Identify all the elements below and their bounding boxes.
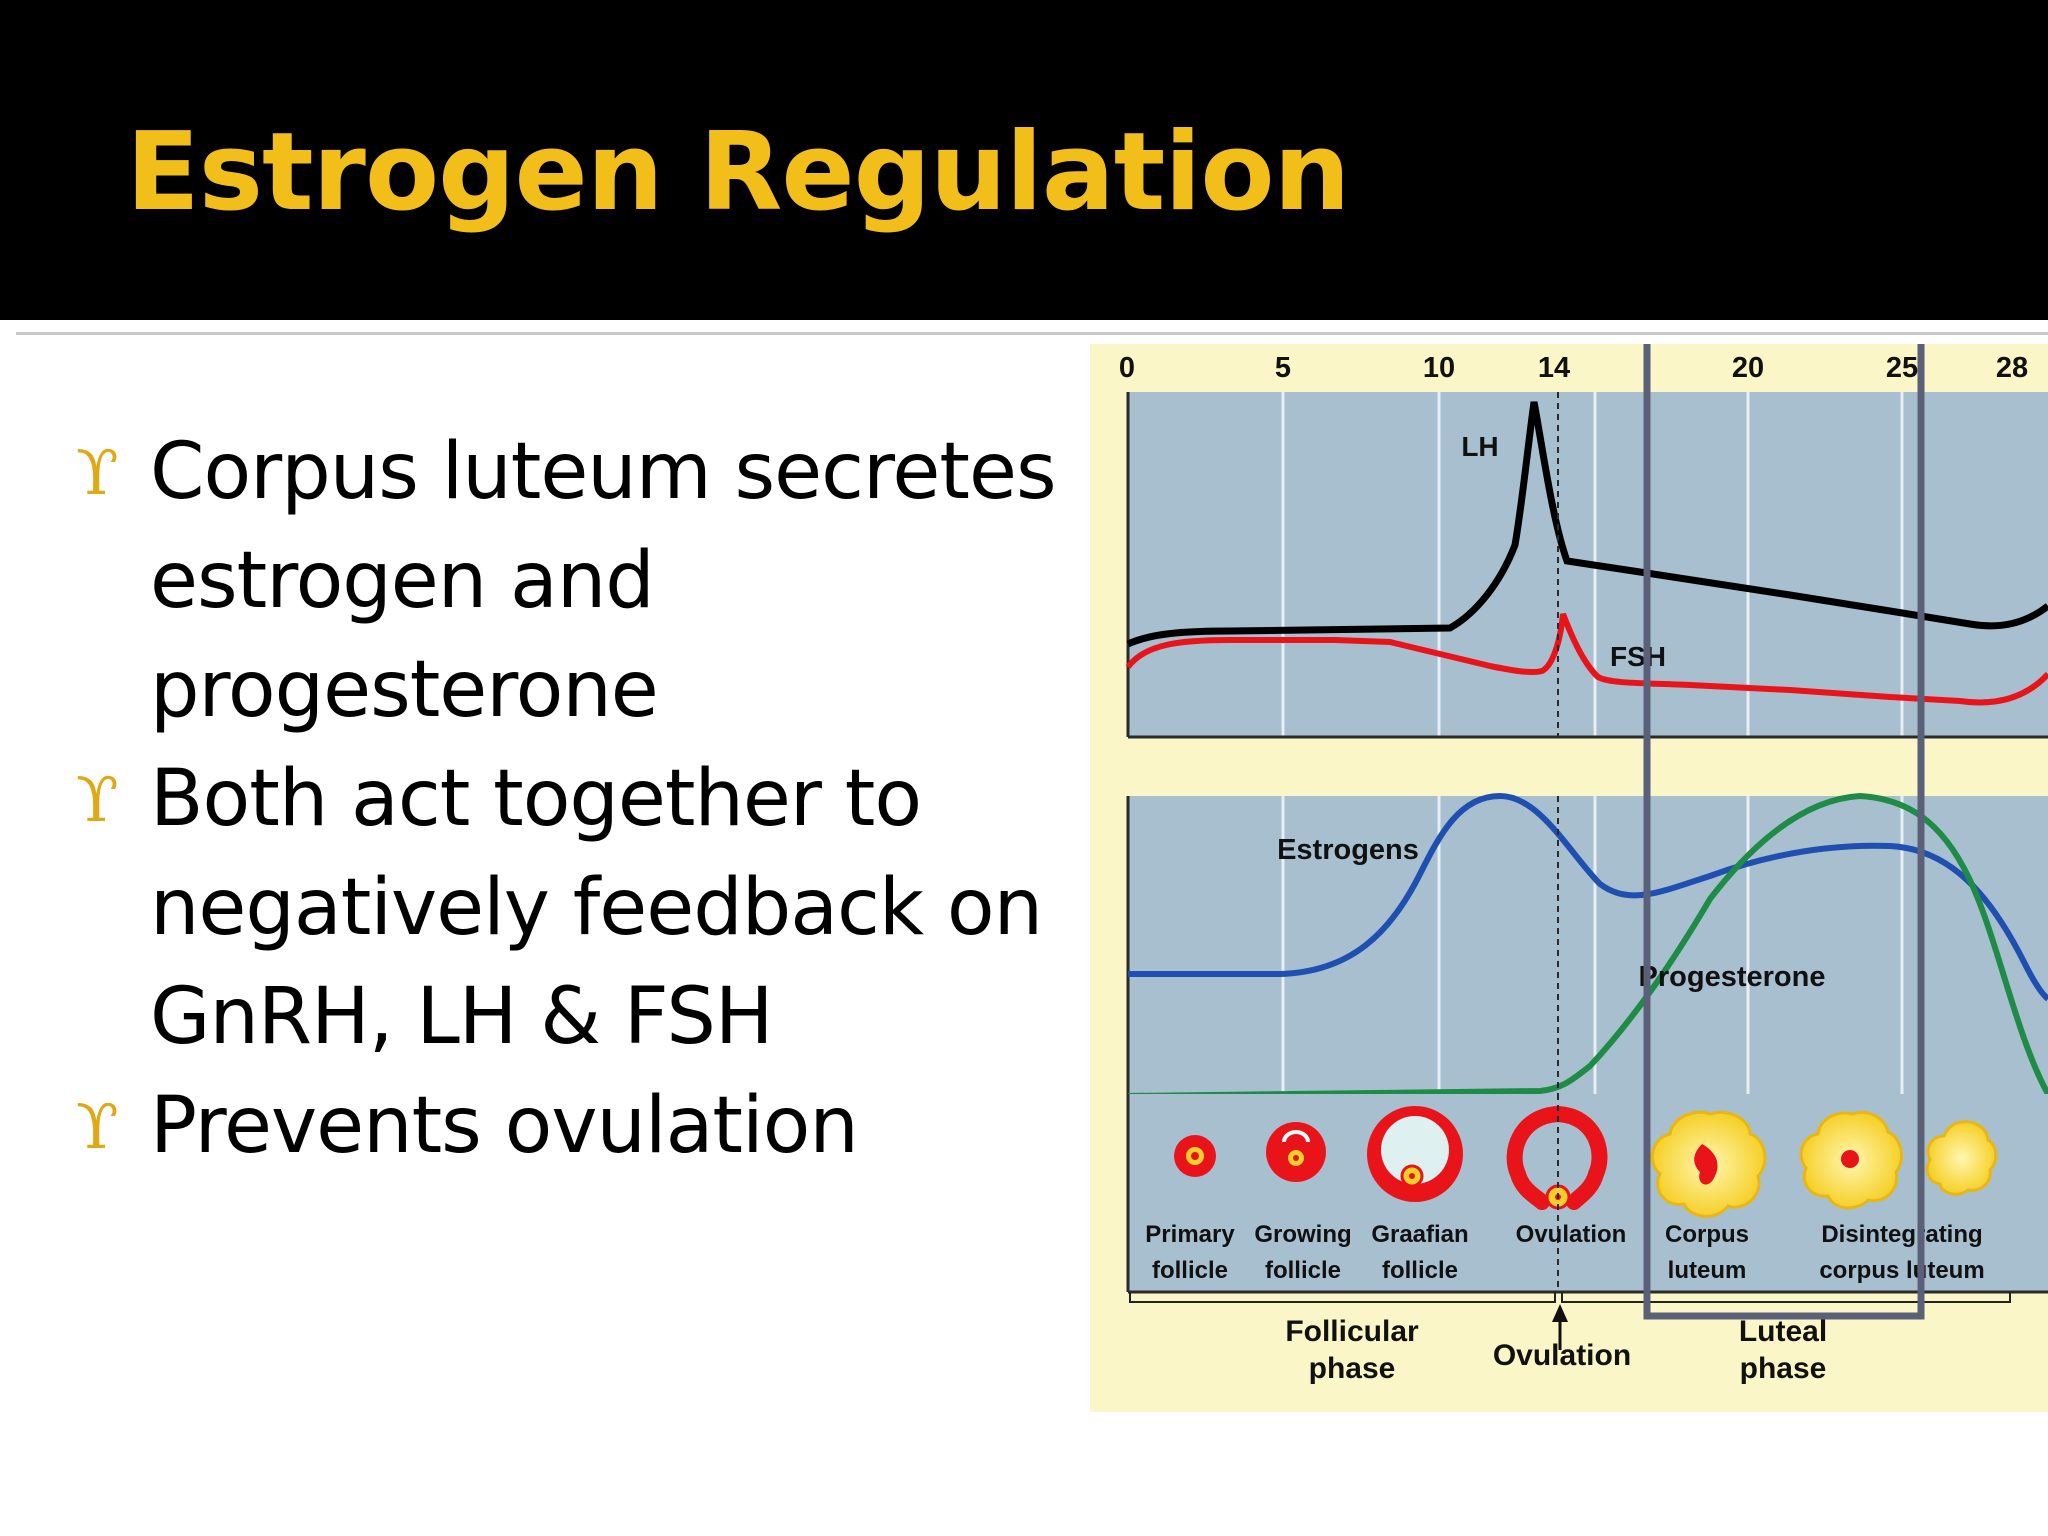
estrogens-label: Estrogens: [1277, 834, 1419, 866]
lh-curve: [1126, 401, 2048, 648]
stage-growing-follicle-line2: follicle: [1265, 1257, 1341, 1284]
day-tick-14: 14: [1538, 352, 1570, 384]
lh-label: LH: [1461, 431, 1498, 462]
day-tick-0: 0: [1119, 352, 1135, 384]
progesterone-label: Progesterone: [1639, 961, 1826, 993]
bullet-item: ϒ Corpus luteum secretes estrogen and pr…: [76, 418, 1066, 745]
ovarian-stage-panel: Primary follicle Growing follicle Graafi…: [1126, 1094, 2048, 1294]
stage-ovulation-line1: Ovulation: [1516, 1221, 1627, 1248]
ovulation-phase-label: Ovulation: [1493, 1339, 1631, 1372]
day-tick-25: 25: [1886, 352, 1918, 384]
ovarian-hormone-panel: Estrogens Progesterone: [1126, 792, 2048, 1099]
stage-graafian-follicle-line1: Graafian: [1371, 1221, 1468, 1248]
bullet-icon: ϒ: [76, 763, 119, 836]
bullet-item: ϒ Both act together to negatively feedba…: [76, 745, 1066, 1072]
bullet-text: Corpus luteum secretes estrogen and prog…: [150, 427, 1057, 735]
luteal-phase-line1: Luteal: [1739, 1315, 1827, 1348]
fsh-curve: [1125, 612, 2048, 706]
bullet-icon: ϒ: [76, 1090, 119, 1163]
bullet-item: ϒ Prevents ovulation: [76, 1072, 1066, 1181]
bullet-text: Both act together to negatively feedback…: [150, 754, 1043, 1062]
stage-corpus-luteum-line1: Corpus: [1665, 1221, 1749, 1248]
corpus-luteum-icon: [1650, 1110, 1767, 1218]
bullet-list: ϒ Corpus luteum secretes estrogen and pr…: [76, 418, 1066, 1181]
day-tick-28: 28: [1996, 352, 2028, 384]
disintegrating-corpus-luteum-icon: [1799, 1111, 1998, 1210]
stage-primary-follicle-line1: Primary: [1145, 1221, 1235, 1248]
day-tick-20: 20: [1732, 352, 1764, 384]
day-tick-10: 10: [1423, 352, 1455, 384]
title-divider: [16, 332, 2048, 335]
stage-disintegrating-line1: Disintegrating: [1821, 1221, 1982, 1248]
ovulation-arrow: [1552, 1304, 1568, 1350]
growing-follicle-icon: [1266, 1122, 1326, 1182]
title-bar: [0, 0, 2048, 320]
graafian-follicle-icon: [1367, 1106, 1463, 1202]
progesterone-curve: [1127, 792, 2048, 1099]
stage-primary-follicle-line2: follicle: [1152, 1257, 1228, 1284]
phase-brackets: [1129, 1292, 2011, 1303]
follicular-phase-line1: Follicular: [1285, 1315, 1419, 1348]
stage-disintegrating-line2: corpus luteum: [1819, 1257, 1984, 1284]
menstrual-cycle-diagram: 0 5 10 14 20 25 28 LH FSH: [1090, 344, 2048, 1412]
fsh-label: FSH: [1610, 641, 1666, 672]
follicular-phase-line2: phase: [1309, 1352, 1396, 1385]
stage-growing-follicle-line1: Growing: [1254, 1221, 1351, 1248]
primary-follicle-icon: [1174, 1135, 1216, 1177]
stage-corpus-luteum-line2: luteum: [1668, 1257, 1747, 1284]
slide-title: Estrogen Regulation: [126, 110, 1350, 235]
stage-graafian-follicle-line2: follicle: [1382, 1257, 1458, 1284]
bullet-text: Prevents ovulation: [150, 1081, 859, 1171]
luteal-highlight-box: [1643, 344, 1925, 1320]
gonadotropin-panel: LH FSH: [1125, 392, 2048, 739]
day-tick-5: 5: [1275, 352, 1291, 384]
bullet-icon: ϒ: [76, 436, 119, 509]
luteal-phase-line2: phase: [1740, 1352, 1827, 1385]
